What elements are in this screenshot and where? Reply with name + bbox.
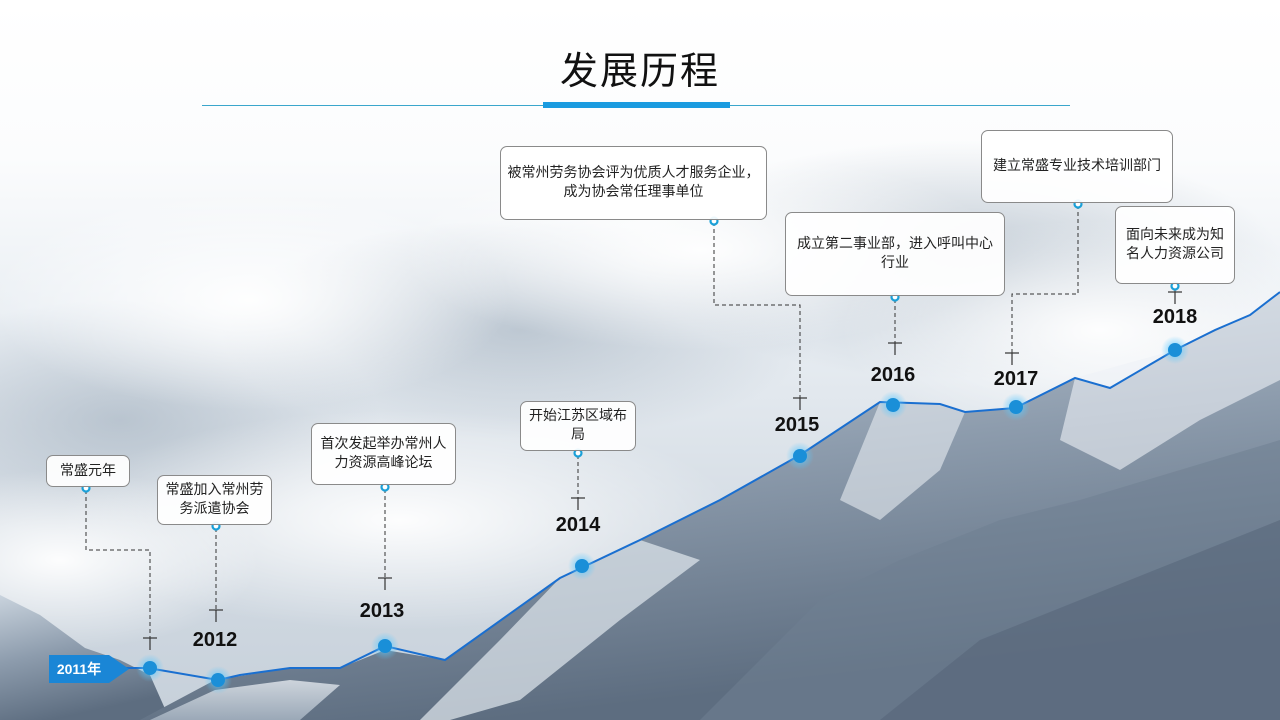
milestone-2014-callout: 开始江苏区域布局	[520, 401, 636, 451]
year-label-2013: 2013	[359, 600, 405, 622]
year-label-2018: 2018	[1152, 306, 1198, 328]
milestone-2013-callout: 首次发起举办常州人力资源高峰论坛	[311, 423, 456, 485]
milestone-2018-callout: 面向未来成为知名人力资源公司	[1115, 206, 1235, 284]
year-label-2017: 2017	[993, 368, 1039, 390]
milestone-2015-callout: 被常州劳务协会评为优质人才服务企业，成为协会常任理事单位	[500, 146, 767, 220]
year-label-2014: 2014	[555, 514, 601, 536]
milestone-2011-callout: 常盛元年	[46, 455, 130, 487]
year-label-2012: 2012	[192, 629, 238, 651]
start-year-badge: 2011年	[49, 655, 129, 683]
title-accent-bar	[543, 102, 730, 108]
milestone-2017-callout: 建立常盛专业技术培训部门	[981, 130, 1173, 203]
milestone-2012-callout: 常盛加入常州劳务派遣协会	[157, 475, 272, 525]
page-title: 发展历程	[559, 49, 720, 93]
year-label-2016: 2016	[870, 364, 916, 386]
milestone-2016-callout: 成立第二事业部，进入呼叫中心行业	[785, 212, 1005, 296]
start-year-label: 2011年	[56, 661, 102, 677]
arrow-shape	[49, 655, 129, 683]
year-label-2015: 2015	[774, 414, 820, 436]
